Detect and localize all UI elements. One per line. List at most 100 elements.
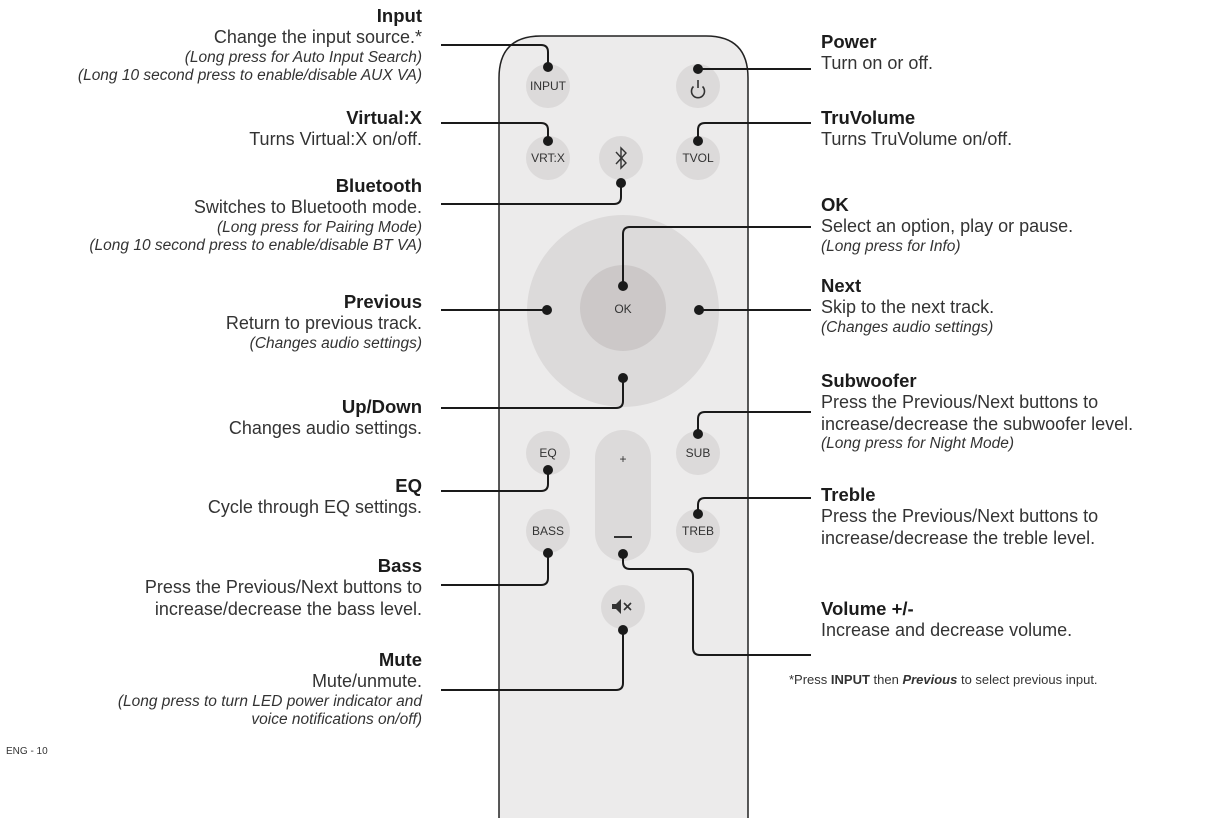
callout-previous: Previous Return to previous track. (Chan…	[226, 291, 422, 353]
tvol-button-label: TVOL	[682, 151, 714, 165]
callout-bass-desc2: increase/decrease the bass level.	[154, 598, 422, 619]
dot-bass	[543, 548, 553, 558]
leader-eq	[441, 470, 549, 492]
input-button[interactable]	[526, 64, 570, 108]
callout-ok-title: OK	[821, 194, 849, 215]
callout-subwoofer: Subwoofer Press the Previous/Next button…	[821, 370, 1133, 454]
bluetooth-icon	[615, 146, 627, 170]
bass-button-label: BASS	[532, 524, 564, 538]
callout-input-title: Input	[376, 5, 422, 26]
treb-button[interactable]	[676, 509, 720, 553]
mute-button[interactable]	[601, 585, 645, 629]
dot-truvolume	[693, 136, 703, 146]
callout-bluetooth-desc: Switches to Bluetooth mode.	[193, 197, 422, 218]
leader-updown	[441, 378, 624, 409]
callout-previous-desc: Return to previous track.	[225, 313, 422, 334]
callout-bass-title: Bass	[377, 555, 422, 576]
dot-eq	[543, 465, 553, 475]
leader-treble	[697, 497, 811, 514]
callout-bass-desc1: Press the Previous/Next buttons to	[144, 577, 422, 598]
leader-bluetooth	[441, 184, 622, 205]
leader-mute	[441, 630, 624, 691]
vrtx-button-label: VRT:X	[531, 151, 565, 165]
footnote: *Press INPUT then Previous to select pre…	[789, 672, 1098, 687]
dot-mute	[618, 625, 628, 635]
leader-subwoofer	[697, 411, 811, 433]
leader-input	[441, 44, 549, 66]
bass-button[interactable]	[526, 509, 570, 553]
mute-icon	[612, 599, 632, 614]
leader-lines-left	[441, 44, 624, 691]
callout-input-note1: (Long press for Auto Input Search)	[184, 48, 422, 66]
callout-bluetooth-note2: (Long 10 second press to enable/disable …	[89, 237, 422, 255]
page-number: ENG - 10	[6, 746, 48, 757]
callout-bluetooth: Bluetooth Switches to Bluetooth mode. (L…	[89, 175, 422, 256]
leader-bass	[441, 554, 549, 586]
volume-plus-label: +	[619, 452, 626, 466]
dot-bluetooth	[616, 178, 626, 188]
callout-mute-title: Mute	[378, 649, 422, 670]
leader-dots	[542, 62, 704, 635]
callout-input-note2: (Long 10 second press to enable/disable …	[77, 67, 422, 85]
callout-bluetooth-note1: (Long press for Pairing Mode)	[216, 218, 422, 236]
callout-treble: Treble Press the Previous/Next buttons t…	[821, 484, 1098, 549]
callout-next: Next Skip to the next track. (Changes au…	[821, 275, 994, 337]
callout-truvolume: TruVolume Turns TruVolume on/off.	[821, 107, 1012, 151]
callout-updown: Up/Down Changes audio settings.	[229, 396, 422, 440]
callout-mute-desc: Mute/unmute.	[311, 671, 422, 692]
callout-next-desc: Skip to the next track.	[821, 297, 995, 318]
leader-lines-right	[622, 68, 811, 656]
callout-virtualx: Virtual:X Turns Virtual:X on/off.	[249, 107, 422, 151]
callout-bluetooth-title: Bluetooth	[335, 175, 422, 196]
vrtx-button[interactable]	[526, 136, 570, 180]
dot-previous	[542, 305, 552, 315]
footnote-key-previous: Previous	[902, 672, 958, 687]
footnote-key-input: INPUT	[830, 672, 870, 687]
callout-previous-note1: (Changes audio settings)	[249, 334, 422, 352]
callout-next-note1: (Changes audio settings)	[821, 318, 994, 336]
callout-subwoofer-note1: (Long press for Night Mode)	[821, 435, 1014, 453]
callout-power-title: Power	[821, 31, 877, 52]
footnote-suffix: to select previous input.	[957, 672, 1098, 687]
dot-next	[694, 305, 704, 315]
input-button-label: INPUT	[530, 79, 567, 93]
callout-eq: EQ Cycle through EQ settings.	[208, 475, 422, 519]
callout-input-desc: Change the input source.*	[213, 27, 422, 48]
ok-button-label: OK	[614, 302, 631, 316]
callout-mute-note1: (Long press to turn LED power indicator …	[117, 692, 422, 710]
callout-treble-title: Treble	[821, 484, 876, 505]
treb-button-label: TREB	[682, 524, 714, 538]
callout-volume-desc: Increase and decrease volume.	[821, 620, 1073, 641]
callout-updown-desc: Changes audio settings.	[228, 418, 422, 439]
callout-power: Power Turn on or off.	[821, 31, 933, 75]
callout-truvolume-title: TruVolume	[821, 107, 916, 128]
volume-rocker[interactable]	[595, 430, 651, 561]
tvol-button[interactable]	[676, 136, 720, 180]
dot-treble	[693, 509, 703, 519]
callout-ok-note1: (Long press for Info)	[821, 237, 961, 255]
eq-button[interactable]	[526, 431, 570, 475]
remote-body	[498, 35, 749, 818]
callout-volume-title: Volume +/-	[821, 598, 914, 619]
dot-updown	[618, 373, 628, 383]
dot-volume	[618, 549, 628, 559]
callout-subwoofer-desc2: increase/decrease the subwoofer level.	[821, 413, 1134, 434]
callout-virtualx-desc: Turns Virtual:X on/off.	[249, 129, 422, 150]
callout-ok-desc: Select an option, play or pause.	[821, 216, 1074, 237]
sub-button-label: SUB	[686, 446, 711, 460]
callout-next-title: Next	[821, 275, 862, 296]
callout-previous-title: Previous	[343, 291, 422, 312]
ok-button[interactable]	[580, 265, 666, 351]
sub-button[interactable]	[676, 431, 720, 475]
eq-button-label: EQ	[539, 446, 556, 460]
callout-treble-desc2: increase/decrease the treble level.	[821, 527, 1096, 548]
dot-virtualx	[543, 136, 553, 146]
callout-power-desc: Turn on or off.	[821, 53, 934, 74]
callout-virtualx-title: Virtual:X	[346, 107, 422, 128]
callout-ok: OK Select an option, play or pause. (Lon…	[821, 194, 1073, 256]
leader-truvolume	[697, 122, 811, 140]
callout-updown-title: Up/Down	[341, 396, 422, 417]
callout-treble-desc1: Press the Previous/Next buttons to	[821, 506, 1099, 527]
callout-mute-note2: voice notifications on/off)	[251, 711, 422, 729]
callout-volume: Volume +/- Increase and decrease volume.	[821, 598, 1072, 642]
